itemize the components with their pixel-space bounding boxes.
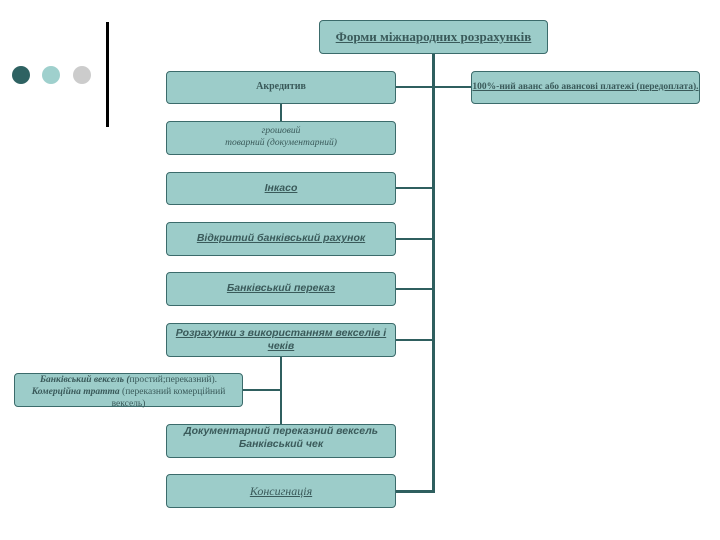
accreditive-sub-box: грошовий товарний (документарний) — [166, 121, 396, 155]
connector-incasso — [396, 187, 433, 189]
advance-box: 100%-ний аванс або авансові платежі (пер… — [471, 71, 700, 104]
connector-bills — [396, 339, 433, 341]
connector-open-account — [396, 238, 433, 240]
advance-label: 100%-ний аванс або авансові платежі (пер… — [472, 81, 699, 92]
consignment-box: Консигнація — [166, 474, 396, 508]
connector-accreditive — [396, 86, 433, 88]
connector-bills-down — [280, 356, 282, 424]
bill-note-term2: Комерційна тратта — [31, 386, 120, 397]
open-account-box: Відкритий банківський рахунок — [166, 222, 396, 256]
consignment-label: Консигнація — [249, 483, 313, 498]
bill-note-term2-rest: (переказний комерційний вексель) — [111, 386, 226, 409]
connector-accreditive-sub — [280, 104, 282, 122]
open-account-label: Відкритий банківський рахунок — [196, 232, 366, 245]
accreditive-sub-line1: грошовий — [261, 126, 301, 137]
decor-dot-dark — [12, 66, 30, 84]
connector-bank-transfer — [396, 288, 433, 290]
incasso-label: Інкасо — [264, 181, 298, 194]
bank-transfer-box: Банківський переказ — [166, 272, 396, 306]
connector-bill-note — [243, 389, 281, 391]
accreditive-sub-line2: товарний (документарний) — [225, 138, 337, 148]
connector-advance — [432, 86, 472, 88]
incasso-box: Інкасо — [166, 172, 396, 205]
accreditive-box: Акредитив — [166, 71, 396, 104]
bills-cheques-label: Розрахунки з використанням векселів і че… — [175, 326, 387, 352]
bill-note-box: Банківський вексель (простий;переказний)… — [14, 373, 243, 409]
bank-transfer-label: Банківський переказ — [226, 282, 336, 295]
connector-consignment — [396, 490, 433, 493]
bill-note-term1-rest: простий;переказний). — [129, 375, 218, 385]
accreditive-label: Акредитив — [256, 81, 306, 93]
decor-vertical-bar — [106, 22, 109, 127]
root-label: Форми міжнародних розрахунків — [335, 28, 532, 44]
root-box: Форми міжнародних розрахунків — [319, 20, 548, 54]
bill-note-term1: Банківський вексель ( — [39, 375, 130, 385]
decor-dot-teal — [42, 66, 60, 84]
bills-cheques-box: Розрахунки з використанням векселів і че… — [166, 323, 396, 357]
documentary-box: Документарний переказний вексель Банківс… — [166, 424, 396, 458]
decor-dot-gray — [73, 66, 91, 84]
documentary-line2: Банківський чек — [238, 438, 324, 451]
documentary-line1: Документарний переказний вексель — [184, 425, 378, 437]
connector-trunk — [432, 54, 435, 493]
